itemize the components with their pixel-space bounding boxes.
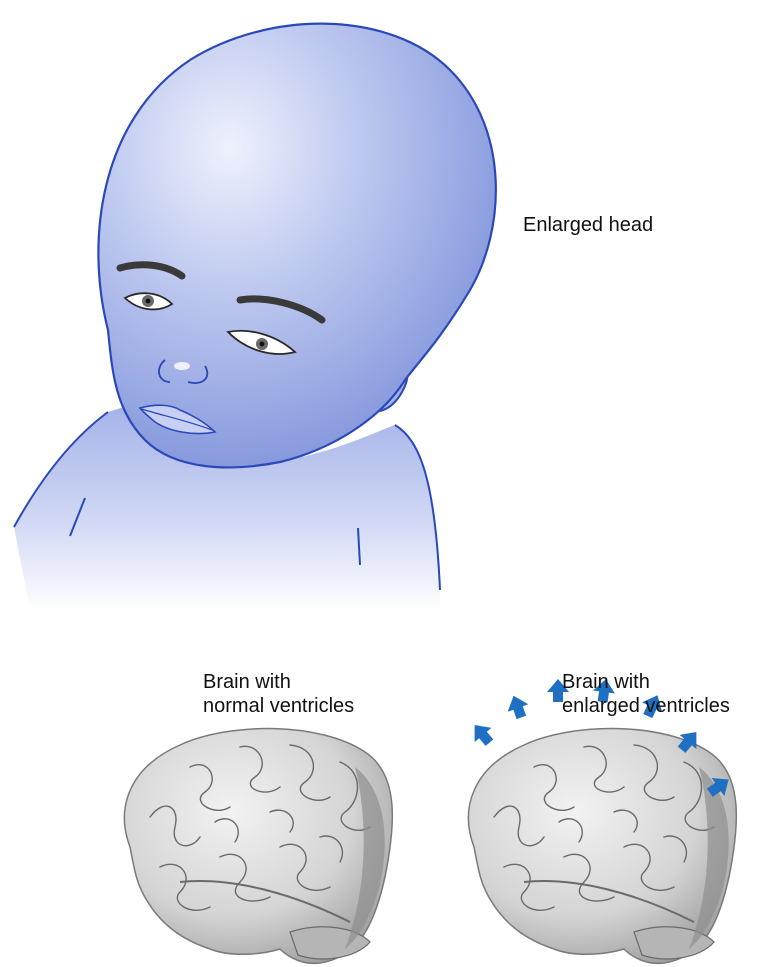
enlarged-brain-label-line2: enlarged ventricles bbox=[562, 694, 730, 718]
brain-normal bbox=[124, 729, 392, 964]
brain-enlarged bbox=[468, 729, 736, 964]
up-arrow-icon bbox=[466, 718, 498, 750]
enlarged-brain-label: Brain with enlarged ventricles bbox=[562, 670, 730, 718]
normal-brain-label-line2: normal ventricles bbox=[203, 694, 354, 718]
enlarged-brain-label-line1: Brain with bbox=[562, 670, 730, 694]
normal-brain-label: Brain with normal ventricles bbox=[203, 670, 354, 718]
normal-brain-label-line1: Brain with bbox=[203, 670, 354, 694]
baby-head bbox=[98, 24, 495, 468]
enlarged-head-label: Enlarged head bbox=[523, 213, 653, 237]
baby-illustration bbox=[14, 24, 496, 610]
enlarged-head-text: Enlarged head bbox=[523, 213, 653, 237]
baby-nose-highlight bbox=[174, 362, 190, 370]
up-arrow-icon bbox=[503, 692, 532, 721]
